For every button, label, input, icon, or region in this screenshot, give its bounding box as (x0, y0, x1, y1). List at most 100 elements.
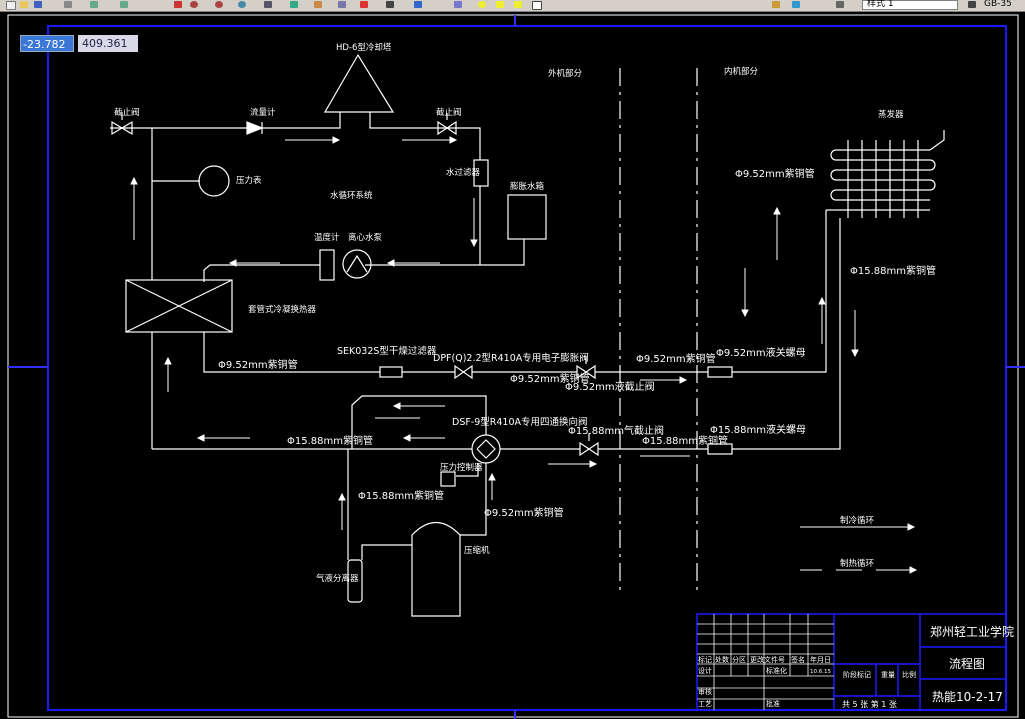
h-review: 审核 (698, 687, 712, 696)
design-center-icon[interactable] (288, 0, 300, 10)
drawing-name: 流程图 (949, 656, 985, 671)
pipe-1588-down-label: Φ15.88mm紫铜管 (358, 489, 444, 502)
sek-label: SEK032S型干燥过滤器 (337, 345, 437, 357)
dsf-label: DSF-9型R410A专用四通换向阀 (452, 416, 588, 428)
pipe-952-down-label: Φ9.52mm紫铜管 (484, 506, 564, 519)
gas-liquid-separator (347, 559, 363, 603)
h-stage: 阶段标记 (843, 670, 871, 679)
ext-part-label: 外机部分 (548, 68, 583, 79)
evaporator-label: 蒸发器 (878, 109, 904, 120)
gas-stop-valve (579, 441, 599, 457)
pipe-952-left-label: Φ9.52mm紫铜管 (218, 358, 298, 371)
flowmeter-label: 流量计 (250, 107, 276, 118)
design-date: 10.6.15 (810, 669, 831, 675)
compressor (411, 521, 461, 617)
style-chip[interactable]: GB-35 (984, 0, 1012, 9)
save-icon[interactable] (32, 0, 44, 10)
redo-icon[interactable] (118, 0, 130, 10)
separator-label: 气液分离器 (316, 573, 359, 584)
layer-lock-icon[interactable] (512, 0, 524, 10)
pipe-1588-mid-label: Φ15.88mm紫铜管 (642, 434, 728, 447)
layer-manager-icon[interactable] (452, 0, 464, 10)
flow-arrows (130, 136, 918, 574)
markup-icon[interactable] (336, 0, 348, 10)
undo-icon[interactable] (88, 0, 100, 10)
schematic (110, 53, 945, 617)
heating-cycle-label: 制热循环 (840, 558, 875, 569)
help2-icon[interactable] (412, 0, 424, 10)
h-scale: 比例 (902, 670, 916, 679)
expansion-tank (507, 194, 547, 240)
layer-freeze-icon[interactable] (494, 0, 506, 10)
plate-exchanger (125, 279, 233, 333)
pipe-1588-valve-label: Φ15.88mm气截止阀 (568, 424, 664, 437)
tool-palette-icon[interactable] (312, 0, 324, 10)
pump-label: 离心水泵 (348, 232, 383, 243)
dynamic-input-y[interactable]: 409.361 (78, 35, 138, 52)
layer-previous-icon[interactable] (790, 0, 802, 10)
section-dividers (619, 68, 698, 590)
new-icon[interactable] (4, 0, 16, 10)
stop-valve-label: 截止阀 (436, 107, 462, 118)
int-part-label: 内机部分 (724, 66, 759, 77)
pipe-1588-left-label: Φ15.88mm紫铜管 (287, 434, 373, 447)
h-count: 处数 (715, 655, 729, 664)
pipe-952-top-label: Φ9.52mm紫铜管 (735, 167, 815, 180)
pressure-controller (440, 471, 456, 487)
water-system-label: 水循环系统 (330, 190, 373, 201)
calculator-icon[interactable] (384, 0, 396, 10)
pipe-952-conn-label: Φ9.52mm液关螺母 (716, 346, 806, 359)
exchanger-label: 套管式冷凝换热器 (248, 304, 317, 315)
pressure-ctrl-label: 压力控制器 (440, 462, 483, 473)
water-filter (473, 159, 489, 187)
cooling-tower (323, 53, 395, 113)
open-icon[interactable] (18, 0, 30, 10)
help-icon[interactable] (358, 0, 370, 10)
dpf-label: DPF(Q)2.2型R410A专用电子膨胀阀 (433, 352, 589, 364)
zoom-previous-icon[interactable] (236, 0, 248, 10)
tank-label: 膨胀水箱 (510, 181, 545, 192)
h-weight: 重量 (881, 671, 895, 679)
title-text: 郑州轻工业学院 流程图 热能10-2-17 共 5 张 第 1 张 标记 处数 … (698, 624, 1014, 709)
water-pump (342, 249, 372, 279)
shutoff-valve-label: 截止阀 (114, 107, 140, 118)
layer-state-icon[interactable] (770, 0, 782, 10)
cooling-cycle-label: 制冷循环 (840, 515, 875, 526)
layer-on-icon[interactable] (476, 0, 488, 10)
h-doc: 更改文件号 (750, 655, 785, 664)
expansion-valve (454, 364, 473, 380)
pipe-1588-right-label: Φ15.88mm紫铜管 (850, 264, 936, 277)
evaporator-coil (830, 140, 936, 218)
compressor-label: 压缩机 (464, 545, 490, 556)
dynamic-input-x[interactable]: -23.782 (20, 35, 74, 52)
tower-label: HD-6型冷却塔 (336, 42, 392, 53)
stop-valve-top (437, 120, 457, 136)
standard-toolbar: 样式 1 GB-35 (0, 0, 1025, 12)
gauge-label: 压力表 (236, 175, 262, 186)
layer-style-dropdown[interactable]: 样式 1 (862, 0, 958, 10)
layer-color-icon[interactable] (530, 0, 542, 10)
liquid-stop-valve (576, 364, 596, 380)
h-approve: 批准 (766, 699, 780, 708)
dim-style-icon[interactable] (834, 0, 846, 10)
h-zone: 分区 (732, 655, 746, 664)
pipe-952-mid-label: Φ9.52mm紫铜管 (510, 372, 590, 385)
properties-icon[interactable] (262, 0, 274, 10)
zoom-realtime-icon[interactable] (188, 0, 200, 10)
drawing-canvas[interactable]: 外机部分 内机部分 HD-6型冷却塔 截止阀 流量计 截止阀 水过滤器 膨胀水箱… (0, 12, 1025, 719)
h-mark: 标记 (698, 655, 712, 664)
text-style-icon[interactable] (966, 0, 978, 10)
sheet-count: 共 5 张 第 1 张 (842, 699, 897, 709)
crosshair-ticks (8, 15, 1025, 719)
title-grid (697, 614, 834, 710)
title-block (696, 613, 1007, 711)
h-std: 标准化 (766, 666, 787, 675)
thermometer-label: 温度计 (314, 232, 340, 243)
filter-label: 水过滤器 (446, 167, 481, 178)
pressure-gauge (198, 165, 230, 197)
pan-icon[interactable] (172, 0, 184, 10)
shutoff-valve-left (111, 120, 133, 136)
zoom-window-icon[interactable] (213, 0, 225, 10)
print-icon[interactable] (62, 0, 74, 10)
pipe-952-b-label: Φ9.52mm液截止阀 (565, 380, 655, 393)
